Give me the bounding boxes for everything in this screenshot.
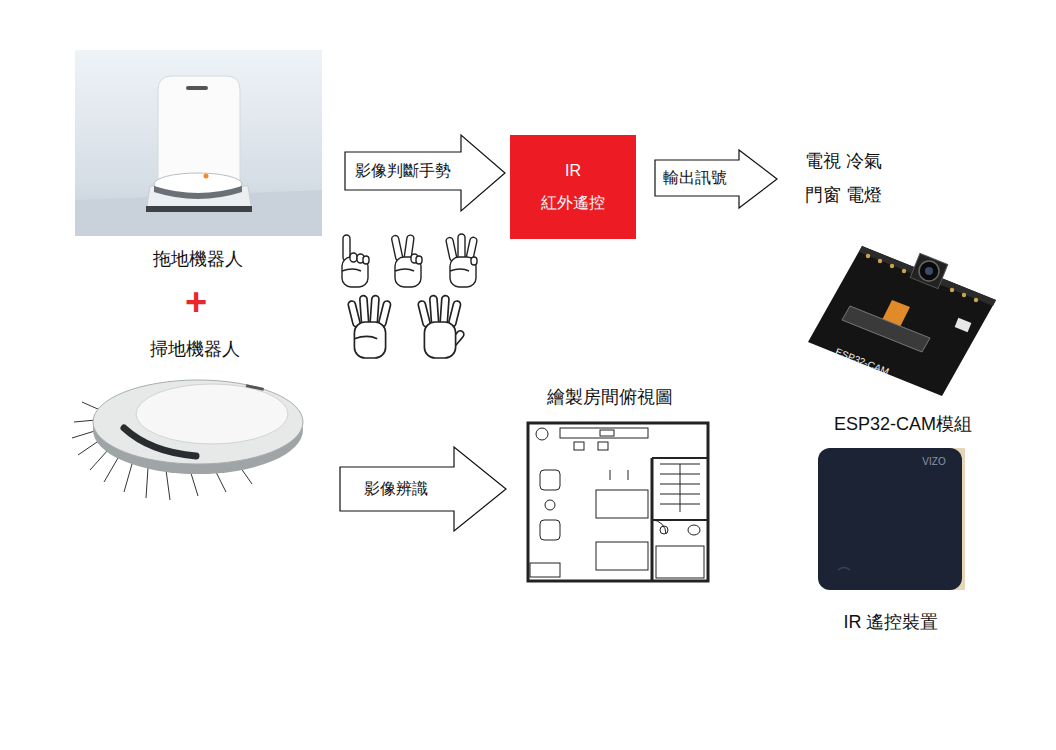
product-caption: ESP32-CAM模組: [834, 414, 972, 436]
mopping-robot-photo: [75, 50, 322, 236]
node-text: 輸出訊號: [663, 168, 727, 188]
process-box: IR 紅外遙控: [510, 135, 636, 239]
block-arrow: 輸出訊號: [655, 150, 777, 208]
block-arrow: 影像辨識: [340, 447, 506, 531]
node-text: 影像辨識: [364, 479, 428, 499]
esp32-cam-board: [808, 246, 996, 396]
hand-gesture-sketch: [342, 234, 478, 358]
sweeping-robot-photo: [93, 380, 303, 474]
ir-remote-device: [818, 448, 965, 590]
device-list: 門窗 電燈: [805, 185, 882, 207]
floor-plan: [528, 423, 708, 581]
device-list: 電視 冷氣: [805, 151, 882, 173]
product-caption: 拖地機器人: [153, 249, 243, 271]
block-arrow: 影像判斷手勢: [345, 135, 505, 211]
arrow-outline: [655, 150, 777, 208]
arrow-outline: [340, 447, 506, 531]
plus-sign: +: [185, 280, 207, 326]
product-caption: 掃地機器人: [150, 339, 240, 361]
product-caption: IR 遙控裝置: [843, 612, 938, 634]
node-text: IR 紅外遙控: [533, 155, 613, 219]
figure-caption: 繪製房間俯視圖: [547, 387, 673, 409]
board-print: ESP32-CAM: [833, 346, 890, 378]
brand-mark: VIZO: [922, 456, 945, 468]
arrow-outline: [345, 135, 505, 211]
node-text: 影像判斷手勢: [355, 161, 451, 181]
